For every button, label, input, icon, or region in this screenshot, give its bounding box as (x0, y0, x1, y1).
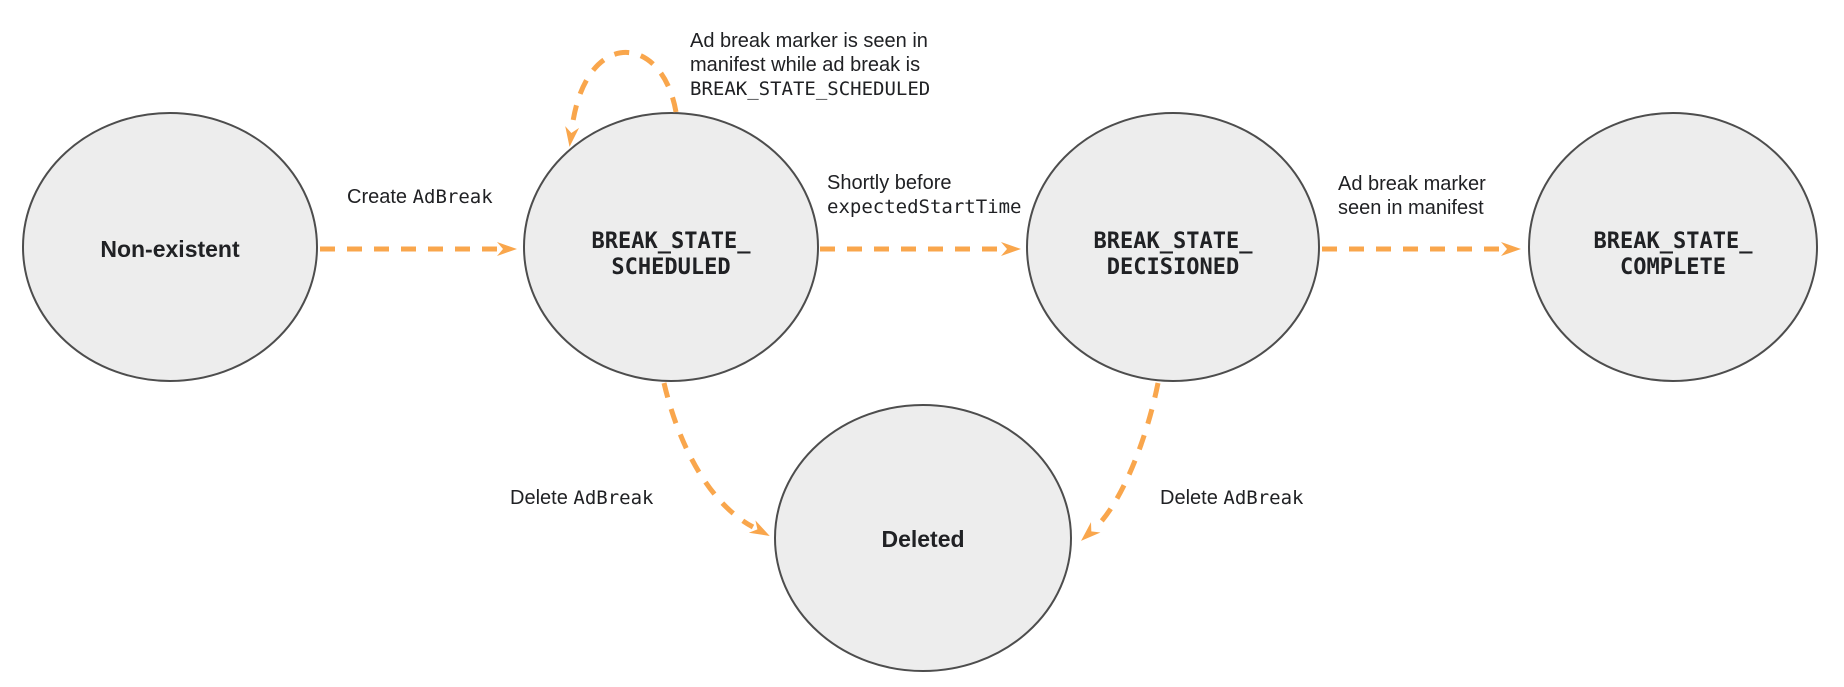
delete-adbreak-left-code: AdBreak (573, 487, 654, 509)
edge-self-loop-scheduled (565, 49, 679, 147)
state-label-decisioned-line2: DECISIONED (1106, 255, 1240, 280)
state-circle-break-state-decisioned (1026, 112, 1320, 382)
edge-decisioned-to-deleted (1081, 382, 1161, 541)
self-loop-line2: manifest while ad break is (690, 54, 921, 76)
marker-seen-line1: Ad break marker (1338, 173, 1486, 195)
state-label-break-state-complete: BREAK_STATE_ COMPLETE (1594, 229, 1753, 281)
state-circle-non-existent (22, 112, 318, 382)
state-label-decisioned-line1: BREAK_STATE_ (1093, 229, 1253, 254)
create-adbreak-code: AdBreak (412, 186, 493, 208)
delete-adbreak-right-code: AdBreak (1223, 487, 1304, 509)
edge-label-delete-adbreak-right: Delete AdBreak (1160, 486, 1303, 510)
edge-label-create-adbreak: Create AdBreak (347, 185, 493, 209)
delete-adbreak-left-text: Delete (510, 487, 568, 509)
state-circle-break-state-scheduled (523, 112, 819, 382)
edge-label-self-loop: Ad break marker is seen in manifest whil… (690, 29, 930, 101)
edge-label-delete-adbreak-left: Delete AdBreak (510, 486, 653, 510)
state-label-deleted: Deleted (881, 526, 965, 552)
state-label-scheduled-line1: BREAK_STATE_ (591, 229, 751, 254)
self-loop-line1: Ad break marker is seen in (690, 30, 928, 52)
self-loop-code: BREAK_STATE_SCHEDULED (690, 78, 931, 100)
delete-adbreak-right-text: Delete (1160, 487, 1218, 509)
shortly-before-text: Shortly before (827, 172, 952, 194)
edge-scheduled-to-deleted (661, 382, 770, 536)
marker-seen-line2: seen in manifest (1338, 197, 1484, 219)
state-label-complete-line1: BREAK_STATE_ (1593, 229, 1753, 254)
state-label-non-existent: Non-existent (100, 236, 240, 262)
state-circle-deleted (774, 404, 1072, 672)
state-label-break-state-decisioned: BREAK_STATE_ DECISIONED (1094, 229, 1253, 281)
expected-start-time-code: expectedStartTime (827, 196, 1022, 218)
edge-label-marker-seen: Ad break marker seen in manifest (1338, 172, 1486, 220)
state-label-scheduled-line2: SCHEDULED (611, 255, 731, 280)
state-circle-break-state-complete (1528, 112, 1818, 382)
state-label-complete-line2: COMPLETE (1620, 255, 1726, 280)
edge-label-shortly-before: Shortly before expectedStartTime (827, 171, 1021, 219)
state-label-break-state-scheduled: BREAK_STATE_ SCHEDULED (592, 229, 751, 281)
create-adbreak-text: Create (347, 186, 408, 208)
